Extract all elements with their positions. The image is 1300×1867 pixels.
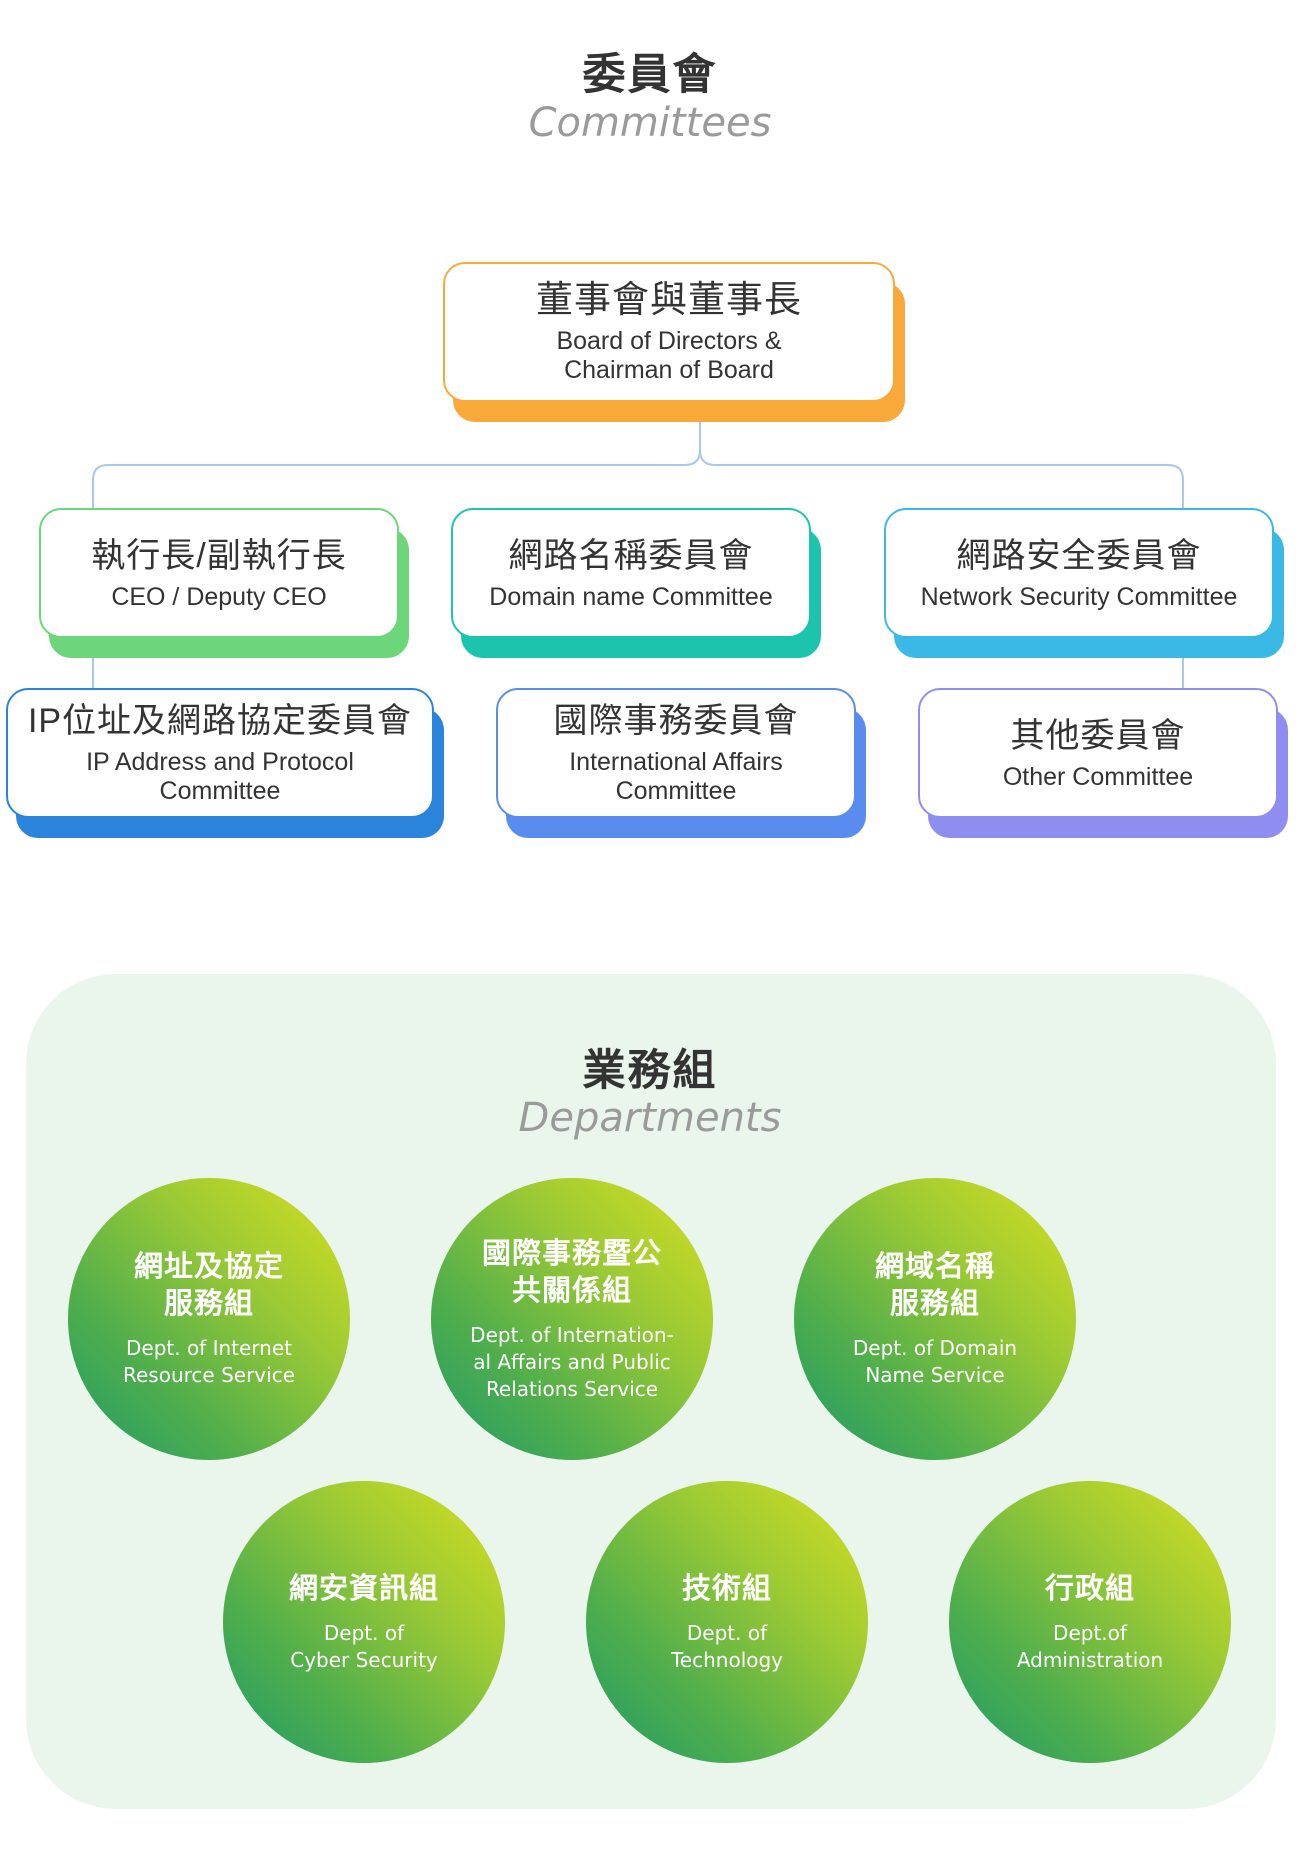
domain-committee-node-box: 網路名稱委員會 Domain name Committee — [451, 508, 811, 638]
dept-domain-name-circle: 網域名稱 服務組 Dept. of Domain Name Service — [794, 1178, 1076, 1460]
international-committee-node-box: 國際事務委員會 International Affairs Committee — [496, 688, 856, 818]
committees-subtitle: Committees — [528, 100, 772, 146]
board-en-label: Board of Directors & Chairman of Board — [556, 327, 782, 384]
org-connectors — [92, 405, 1184, 688]
dept-administration-en: Dept.of Administration — [1016, 1620, 1164, 1672]
security-committee-node-box: 網路安全委員會 Network Security Committee — [884, 508, 1274, 638]
international-committee-node: 國際事務委員會 International Affairs Committee — [496, 688, 866, 838]
ip-committee-en-label: IP Address and Protocol Committee — [86, 748, 354, 805]
other-committee-node-box: 其他委員會 Other Committee — [918, 688, 1278, 818]
security-committee-en-label: Network Security Committee — [920, 582, 1238, 611]
dept-domain-name-en: Dept. of Domain Name Service — [852, 1336, 1018, 1387]
dept-domain-name-zh: 網域名稱 服務組 — [874, 1251, 995, 1320]
other-committee-en-label: Other Committee — [1002, 762, 1194, 791]
domain-committee-zh-label: 網路名稱委員會 — [508, 536, 754, 575]
departments-title: 業務組 — [582, 1047, 718, 1095]
dept-administration-circle: 行政組 Dept.of Administration — [949, 1481, 1231, 1763]
connector-branch-left — [92, 464, 685, 508]
committees-title: 委員會 — [582, 51, 718, 99]
ceo-zh-label: 執行長/副執行長 — [91, 536, 347, 575]
security-committee-node: 網路安全委員會 Network Security Committee — [884, 508, 1284, 658]
ip-committee-node: IP位址及網路協定委員會 IP Address and Protocol Com… — [6, 688, 444, 838]
security-committee-zh-label: 網路安全委員會 — [956, 536, 1202, 575]
connector-branch-right — [699, 449, 1184, 508]
dept-international-affairs-en: Dept. of Internation- al Affairs and Pub… — [470, 1322, 674, 1401]
dept-cyber-security-zh: 網安資訊組 — [288, 1572, 439, 1605]
dept-administration-zh: 行政組 — [1044, 1572, 1135, 1605]
departments-subtitle: Departments — [518, 1095, 782, 1141]
domain-committee-en-label: Domain name Committee — [489, 582, 773, 611]
board-zh-label: 董事會與董事長 — [536, 279, 802, 320]
dept-internet-resource-en: Dept. of Internet Resource Service — [123, 1336, 295, 1387]
ceo-node-box: 執行長/副執行長 CEO / Deputy CEO — [39, 508, 399, 638]
dept-cyber-security-en: Dept. of Cyber Security — [290, 1620, 438, 1672]
other-committee-zh-label: 其他委員會 — [1010, 716, 1186, 755]
dept-international-affairs-zh: 國際事務暨公 共關係組 — [481, 1237, 662, 1307]
dept-internet-resource-zh: 網址及協定 服務組 — [133, 1251, 284, 1320]
dept-technology-zh: 技術組 — [681, 1572, 772, 1605]
ceo-node: 執行長/副執行長 CEO / Deputy CEO — [39, 508, 409, 658]
ceo-en-label: CEO / Deputy CEO — [111, 582, 327, 611]
dept-internet-resource-circle: 網址及協定 服務組 Dept. of Internet Resource Ser… — [68, 1178, 350, 1460]
dept-technology-en: Dept. of Technology — [670, 1620, 784, 1672]
board-node-box: 董事會與董事長 Board of Directors & Chairman of… — [443, 262, 895, 402]
dept-technology-circle: 技術組 Dept. of Technology — [586, 1481, 868, 1763]
ip-committee-zh-label: IP位址及網路協定委員會 — [27, 702, 413, 740]
dept-cyber-security-circle: 網安資訊組 Dept. of Cyber Security — [223, 1481, 505, 1763]
international-committee-en-label: International Affairs Committee — [569, 748, 783, 805]
board-node: 董事會與董事長 Board of Directors & Chairman of… — [443, 262, 905, 422]
other-committee-node: 其他委員會 Other Committee — [918, 688, 1288, 838]
dept-international-affairs-circle: 國際事務暨公 共關係組 Dept. of Internation- al Aff… — [431, 1178, 713, 1460]
domain-committee-node: 網路名稱委員會 Domain name Committee — [451, 508, 821, 658]
ip-committee-node-box: IP位址及網路協定委員會 IP Address and Protocol Com… — [6, 688, 434, 818]
international-committee-zh-label: 國際事務委員會 — [553, 702, 799, 740]
